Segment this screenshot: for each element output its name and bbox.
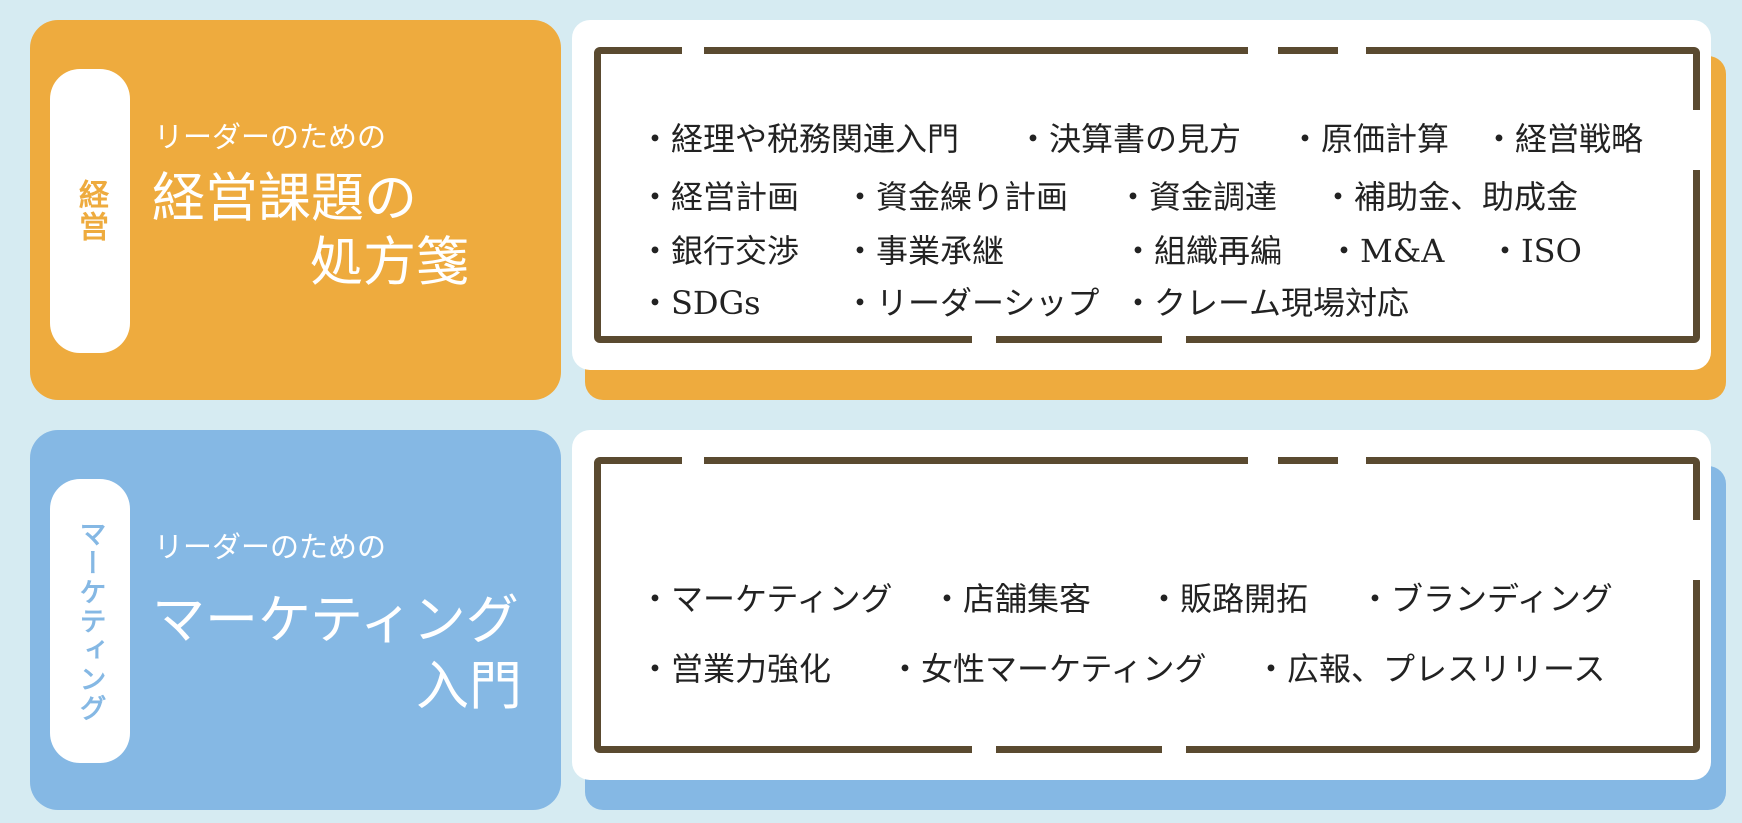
marketing-topics-card: ・マーケティング・店舗集客 ・販路開拓 ・ブランディング・営業力強化 ・女性マーケティ… <box>572 430 1711 780</box>
topic-item: ・クレーム現場対応 <box>1122 284 1410 322</box>
topic-item: ・広報、プレスリリース <box>1255 650 1606 688</box>
marketing-topics-frame <box>594 457 1700 753</box>
topic-item: ・マーケティング <box>639 580 893 618</box>
marketing-section: マーケティング リーダーのための マーケティング 入門 ・マーケティング・店舗集… <box>0 430 1742 810</box>
topic-item: ・営業力強化 <box>639 650 832 688</box>
topic-item: ・ISO <box>1489 232 1582 270</box>
topic-item: ・女性マーケティング <box>889 650 1207 688</box>
management-tag-label: 経営 <box>73 179 108 243</box>
topic-item: ・決算書の見方 <box>1017 120 1242 158</box>
management-topics-frame <box>594 47 1700 343</box>
management-subtitle: リーダーのための <box>154 120 387 154</box>
topic-item: ・店舗集客 <box>931 580 1092 618</box>
marketing-title-line2: 入門 <box>416 656 522 717</box>
topic-item: ・販路開拓 <box>1148 580 1309 618</box>
topic-item: ・資金繰り計画 <box>844 178 1069 216</box>
marketing-header-panel: マーケティング リーダーのための マーケティング 入門 <box>30 430 561 810</box>
topic-item: ・ブランディング <box>1359 580 1613 618</box>
topic-item: ・資金調達 <box>1117 178 1278 216</box>
topic-item: ・組織再編 <box>1122 232 1283 270</box>
marketing-tag-label: マーケティング <box>74 519 106 723</box>
topic-item: ・経営計画 <box>639 178 800 216</box>
topic-item: ・原価計算 <box>1289 120 1450 158</box>
management-topics-card: ・経理や税務関連入門・決算書の見方・原価計算・経営戦略・経営計画・資金繰り計画・… <box>572 20 1711 370</box>
management-section: 経営 リーダーのための 経営課題の 処方箋 ・経理や税務関連入門・決算書の見方・… <box>0 20 1742 400</box>
marketing-subtitle: リーダーのための <box>154 530 387 564</box>
management-header-panel: 経営 リーダーのための 経営課題の 処方箋 <box>30 20 561 400</box>
topic-item: ・リーダーシップ <box>844 284 1100 322</box>
marketing-title-line1: マーケティング <box>152 590 519 651</box>
topic-item: ・銀行交渉 <box>639 232 800 270</box>
management-tag: 経営 <box>50 69 130 353</box>
topic-item: ・SDGs <box>639 284 761 322</box>
topic-item: ・経営戦略 <box>1483 120 1644 158</box>
topic-item: ・M&A <box>1328 232 1445 270</box>
topic-item: ・補助金、助成金 <box>1322 178 1579 216</box>
management-title-line1: 経営課題の <box>152 168 417 229</box>
topic-item: ・経理や税務関連入門 <box>639 120 960 158</box>
topic-item: ・事業承継 <box>844 232 1005 270</box>
marketing-tag: マーケティング <box>50 479 130 763</box>
management-title-line2: 処方箋 <box>310 232 469 293</box>
